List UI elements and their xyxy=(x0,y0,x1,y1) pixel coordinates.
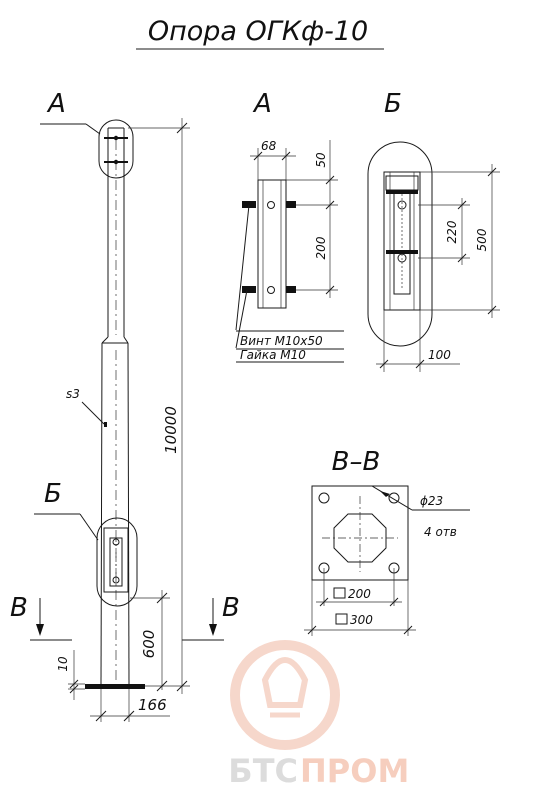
dim-50-label: 50 xyxy=(314,152,328,168)
label-section: В–В xyxy=(332,447,381,477)
dim-220-label: 220 xyxy=(445,220,459,243)
dim-500-label: 500 xyxy=(475,228,489,251)
wall-thickness-label: s3 xyxy=(66,387,80,401)
label-b-main: Б xyxy=(44,479,62,509)
dim-68-label: 68 xyxy=(261,139,277,153)
anchor-hole xyxy=(318,492,330,504)
dim-200-a-label: 200 xyxy=(314,236,328,259)
dim-plate-thickness: 10 xyxy=(56,650,85,700)
dim-10000-label: 10000 xyxy=(162,406,180,454)
watermark-brand-right: ПРОМ xyxy=(300,752,409,790)
dim-10-label: 10 xyxy=(56,656,70,672)
dim-166-label: 166 xyxy=(138,696,167,714)
watermark-brand-left: БТС xyxy=(228,752,298,790)
section-view: ϕ23 4 отв 200 300 xyxy=(304,485,470,636)
anchor-hole xyxy=(388,492,400,504)
lightbulb-logo-icon xyxy=(230,640,340,750)
dim-base-width: 166 xyxy=(90,689,170,722)
octagon-pole-section xyxy=(333,513,387,563)
dim-outer-square-label: 300 xyxy=(350,613,373,627)
label-a-main: А xyxy=(46,89,66,119)
detail-a-view: Винт М10х50 Гайка М10 68 50 200 xyxy=(235,139,344,363)
drawing-title: Опора ОГКф-10 xyxy=(148,16,368,47)
detail-b-outline xyxy=(96,517,138,607)
hole-diameter-label: ϕ23 xyxy=(420,494,443,508)
dim-total-height: 10000 xyxy=(128,118,190,694)
label-b-detail: Б xyxy=(384,89,402,119)
nut-label: Гайка М10 xyxy=(240,348,306,362)
label-a-detail: А xyxy=(252,89,272,119)
detail-a-outline xyxy=(98,119,134,179)
hole-count-label: 4 отв xyxy=(424,525,457,539)
dim-600-label: 600 xyxy=(140,630,158,659)
detail-b-view: 220 500 100 xyxy=(367,141,500,372)
dim-base-height: 600 xyxy=(130,590,170,692)
pole-main-view: s3 xyxy=(66,119,145,689)
bolt-label: Винт М10х50 xyxy=(240,334,323,348)
detail-b-large-outline xyxy=(367,141,433,347)
dim-100-label: 100 xyxy=(428,348,451,362)
section-mark-right: В xyxy=(222,593,240,623)
dim-inner-square-label: 200 xyxy=(348,587,371,601)
section-mark-left: В xyxy=(10,593,28,623)
brand-watermark: БТС ПРОМ xyxy=(228,640,409,790)
section-cut-marks: В В xyxy=(10,593,240,641)
